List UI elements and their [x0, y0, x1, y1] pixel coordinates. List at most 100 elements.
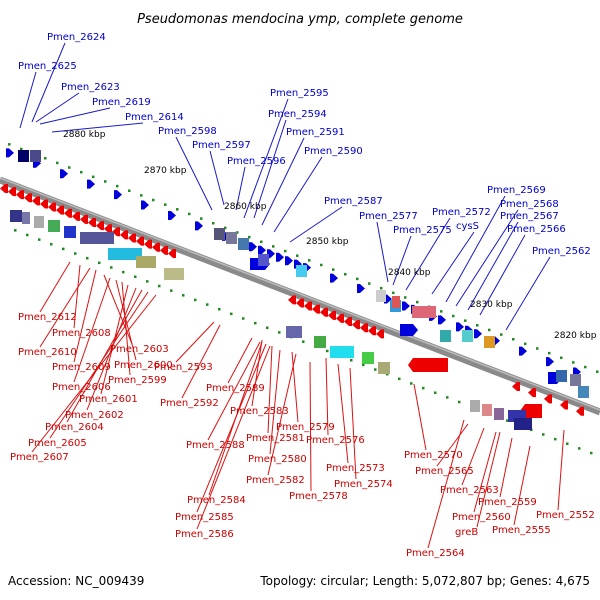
forward-gene-label: Pmen_2594	[268, 109, 327, 120]
leader-line	[39, 107, 111, 125]
tick-mark	[14, 229, 17, 232]
tick-mark	[134, 275, 137, 278]
tick-mark	[476, 324, 479, 327]
tick-mark	[38, 238, 41, 241]
reverse-gene-label: Pmen_2601	[79, 394, 138, 405]
tick-mark	[170, 289, 173, 292]
tick-mark	[374, 368, 377, 371]
tick-mark	[206, 303, 209, 306]
homolog-block	[296, 265, 307, 277]
reverse-gene-arrow	[320, 307, 328, 317]
tick-mark	[284, 249, 287, 253]
tick-mark	[248, 235, 251, 239]
leader-line	[325, 357, 329, 436]
forward-gene-arrow	[249, 242, 257, 252]
homolog-block	[30, 150, 41, 162]
leader-line	[115, 279, 137, 361]
reverse-gene-label: Pmen_2606	[52, 382, 111, 393]
homolog-block	[10, 210, 22, 222]
leader-line	[39, 261, 71, 313]
tick-mark	[266, 326, 269, 330]
reverse-gene-arrow	[16, 190, 24, 200]
reverse-gene-label: Pmen_2555	[492, 525, 551, 536]
homolog-block	[48, 220, 60, 232]
leader-line	[227, 337, 253, 384]
leader-line	[253, 119, 287, 219]
leader-line	[505, 256, 551, 331]
leader-line	[31, 42, 66, 123]
homolog-block	[378, 362, 390, 374]
forward-gene-arrow	[60, 169, 68, 179]
reverse-gene-arrow	[328, 310, 336, 320]
leader-line	[31, 294, 157, 453]
leader-line	[455, 209, 519, 307]
reverse-gene-label: Pmen_2585	[175, 512, 234, 523]
label-leader-lines	[19, 42, 565, 549]
scale-label: 2820 kbp	[554, 331, 597, 341]
reverse-gene-label: Pmen_2599	[108, 375, 167, 386]
reverse-gene-label: Pmen_2600	[114, 360, 173, 371]
homolog-block	[80, 232, 114, 244]
tick-mark	[350, 359, 353, 362]
reverse-gene-label: Pmen_2583	[230, 406, 289, 417]
leader-line	[100, 284, 129, 395]
homolog-block	[226, 232, 237, 244]
forward-gene-label: Pmen_2596	[227, 156, 286, 167]
forward-gene-label: Pmen_2624	[47, 32, 106, 43]
tick-mark	[512, 337, 515, 341]
leader-line	[175, 321, 215, 363]
tick-mark	[488, 328, 491, 332]
homolog-block	[22, 212, 30, 224]
forward-gene-arrow	[546, 357, 554, 367]
reverse-gene-arrow	[344, 317, 352, 327]
tick-mark	[554, 437, 557, 441]
reverse-gene-label: Pmen_2582	[246, 475, 305, 486]
tick-mark	[404, 296, 407, 299]
reverse-gene-arrow	[360, 323, 368, 333]
reverse-gene-arrow	[144, 239, 152, 249]
scale-label: 2850 kbp	[306, 237, 349, 247]
tick-mark	[308, 259, 311, 262]
tick-mark	[74, 252, 77, 255]
tick-mark	[140, 194, 143, 197]
leader-line	[445, 195, 506, 303]
reverse-gene-arrow	[544, 394, 552, 404]
reverse-gene-label: Pmen_2612	[18, 312, 77, 323]
tick-mark	[26, 233, 29, 237]
homolog-block	[214, 228, 225, 240]
leader-line	[461, 427, 485, 486]
tick-mark	[242, 317, 245, 320]
tick-mark	[584, 365, 587, 369]
gene-features	[0, 148, 589, 430]
reverse-gene-arrow	[352, 320, 360, 330]
homolog-block	[330, 346, 354, 358]
tick-mark	[92, 175, 95, 179]
tick-mark	[20, 147, 23, 151]
reverse-gene-label: Pmen_2592	[160, 398, 219, 409]
tick-mark	[392, 291, 395, 295]
tick-mark	[356, 277, 359, 281]
forward-gene-label: Pmen_2572	[432, 207, 491, 218]
reverse-gene-arrow	[56, 205, 64, 215]
reverse-gene-label: Pmen_2579	[276, 422, 335, 433]
forward-gene-labels: Pmen_2624Pmen_2625Pmen_2623Pmen_2619Pmen…	[18, 32, 591, 257]
forward-gene-label: Pmen_2590	[304, 146, 363, 157]
reverse-gene-arrow	[104, 224, 112, 234]
tick-mark	[122, 270, 125, 274]
forward-gene-arrow	[168, 210, 176, 220]
forward-gene-label: Pmen_2595	[270, 88, 329, 99]
tick-mark	[410, 382, 413, 385]
reverse-gene-label: Pmen_2559	[478, 497, 537, 508]
leader-line	[103, 274, 133, 345]
tick-mark	[62, 247, 65, 251]
homolog-block	[362, 352, 374, 364]
reverse-gene-label: Pmen_2608	[52, 328, 111, 339]
tick-mark	[80, 170, 83, 174]
tick-mark	[86, 256, 89, 260]
leader-line	[39, 267, 91, 348]
leader-line	[289, 206, 343, 243]
reverse-gene-arrow	[24, 193, 32, 203]
reverse-gene-arrow	[136, 236, 144, 246]
tick-mark	[182, 294, 185, 297]
